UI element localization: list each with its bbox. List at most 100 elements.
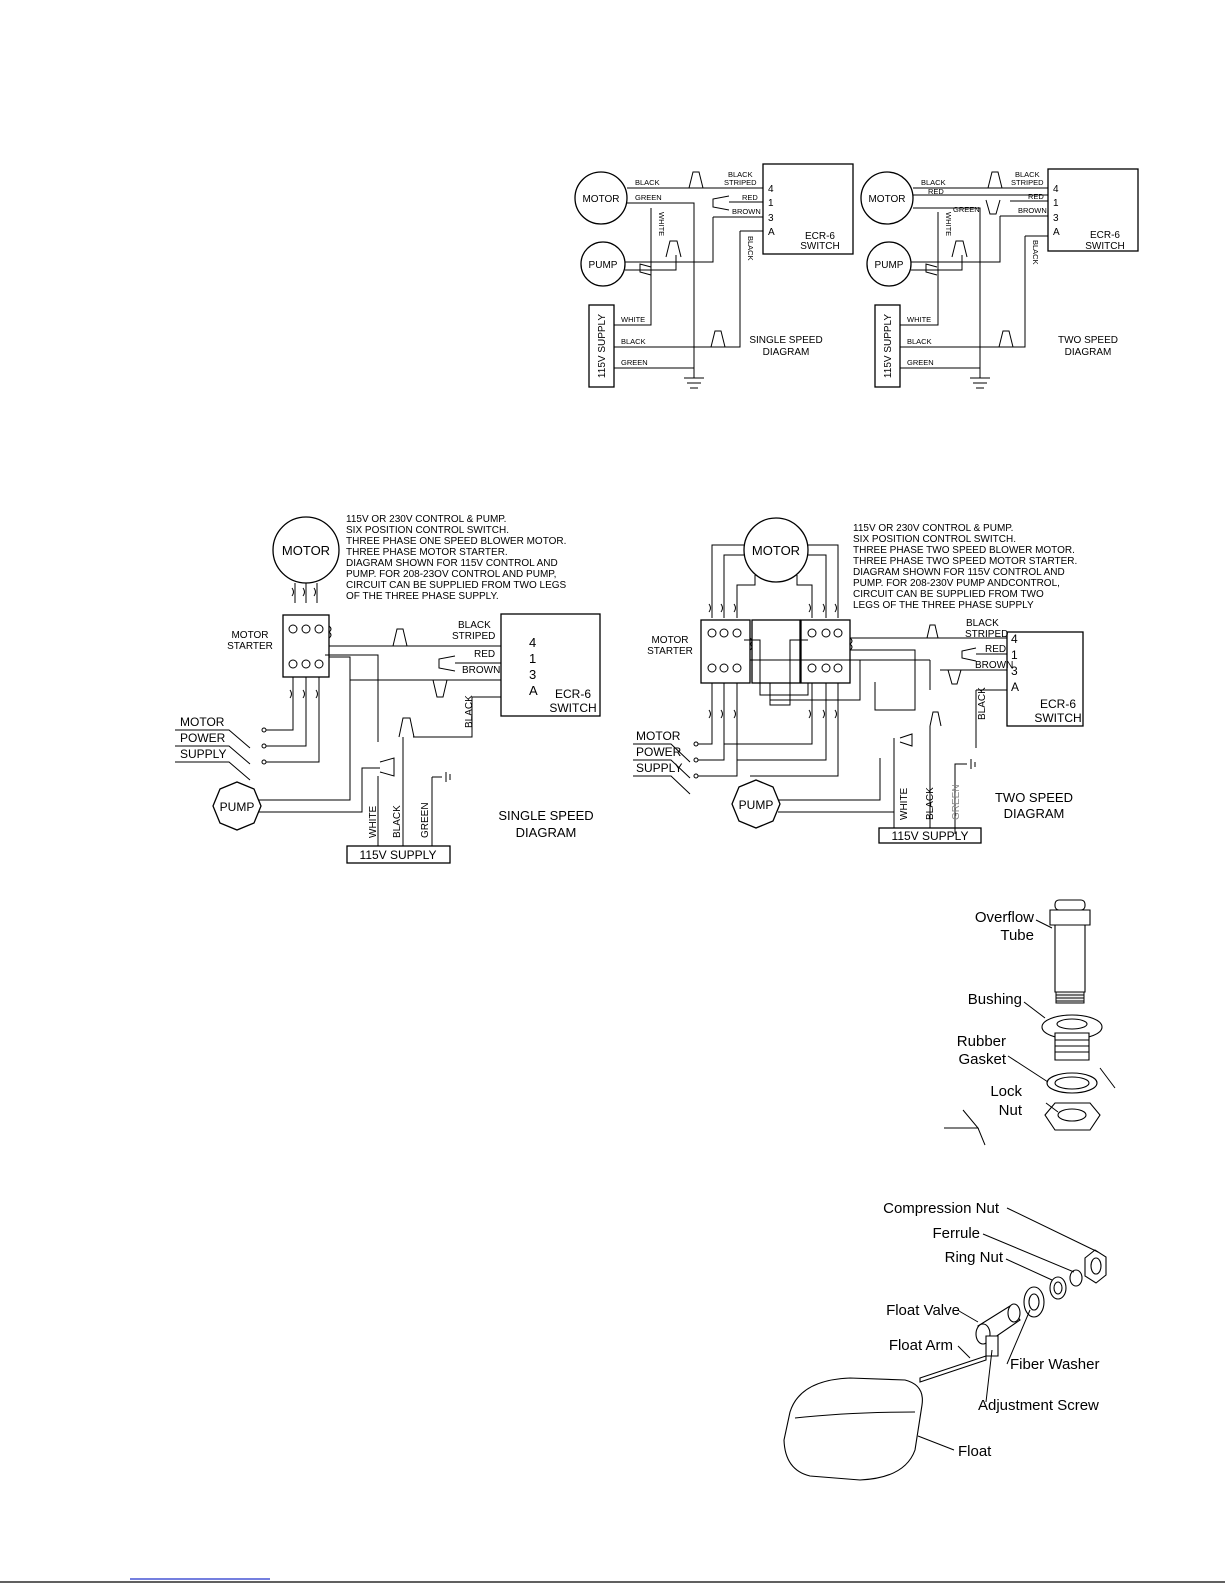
black-striped-line1: BLACK xyxy=(728,170,753,179)
float-label: Float xyxy=(958,1443,992,1460)
notes-line-3: THREE PHASE ONE SPEED BLOWER MOTOR. xyxy=(346,536,566,547)
supply-black-label: BLACK xyxy=(925,787,936,820)
terminal-1: 1 xyxy=(1053,198,1059,209)
switch-box xyxy=(500,613,601,717)
caption-line1: TWO SPEED xyxy=(1058,335,1118,346)
switch-label-line2: SWITCH xyxy=(800,241,839,252)
terminal-4: 4 xyxy=(529,635,536,650)
supply-black-label: BLACK xyxy=(392,805,403,838)
supply-green-label: GREEN xyxy=(621,358,648,367)
notes-line-7: CIRCUIT CAN BE SUPPLIED FROM TWO LEGS xyxy=(346,580,567,591)
diagram-two-speed-small: MOTOR PUMP 115V SUPPLY BLACK RED GREEN W… xyxy=(860,168,1139,389)
supply-label: 115V SUPPLY xyxy=(597,314,608,378)
motor-symbol xyxy=(574,171,628,225)
wire-black-vertical-label: BLACK xyxy=(1031,240,1040,265)
supply-black-label: BLACK xyxy=(621,337,646,346)
supply-green-label: GREEN xyxy=(420,802,431,838)
black-striped-line2: STRIPED xyxy=(1011,178,1044,187)
wire-red-label: RED xyxy=(928,187,944,196)
terminal-brown-label: BROWN xyxy=(1018,206,1047,215)
wire-brown-label: BROWN xyxy=(732,207,761,216)
caption-line1: TWO SPEED xyxy=(995,790,1073,805)
starter-label-line1: MOTOR xyxy=(651,635,688,646)
starter-label-line2: STARTER xyxy=(647,646,693,657)
notes-line-3: THREE PHASE TWO SPEED BLOWER MOTOR. xyxy=(853,545,1075,556)
switch-box xyxy=(1006,631,1084,727)
terminal-a: A xyxy=(1053,227,1060,238)
wire-black-label: BLACK xyxy=(635,178,660,187)
bushing-label: Bushing xyxy=(968,991,1022,1008)
terminal-3: 3 xyxy=(768,213,774,224)
starter-label-line1: MOTOR xyxy=(231,630,268,641)
supply-black-label: BLACK xyxy=(907,337,932,346)
terminal-red-label: RED xyxy=(1028,192,1044,201)
power-label-line2: POWER xyxy=(636,745,682,759)
supply-white-label: WHITE xyxy=(368,805,379,838)
notes-line-1: 115V OR 230V CONTROL & PUMP. xyxy=(853,523,1013,534)
pump-label: PUMP xyxy=(220,800,255,814)
notes-line-2: SIX POSITION CONTROL SWITCH. xyxy=(346,525,509,536)
terminal-4: 4 xyxy=(1011,632,1018,646)
switch-label-line1: ECR-6 xyxy=(1040,697,1076,711)
diagram-single-speed-small: MOTOR PUMP 115V SUPPLY BLACK GREEN WHITE… xyxy=(574,163,854,389)
notes-line-6: PUMP. FOR 208-230V PUMP ANDCONTROL, xyxy=(853,578,1060,589)
terminal-3: 3 xyxy=(529,667,536,682)
terminal-3: 3 xyxy=(1011,664,1018,678)
caption-line2: DIAGRAM xyxy=(763,347,810,358)
wire-red-label: RED xyxy=(474,649,495,660)
supply-box xyxy=(878,827,982,844)
overflow-tube-label-line1: Overflow xyxy=(975,909,1034,926)
supply-label: 115V SUPPLY xyxy=(892,829,969,843)
switch-box xyxy=(762,163,854,255)
switch-label-line1: ECR-6 xyxy=(805,231,835,242)
pump-symbol xyxy=(212,781,262,831)
wire-white-label: WHITE xyxy=(944,212,953,236)
caption-line2: DIAGRAM xyxy=(1065,347,1112,358)
locknut-label-line2: Nut xyxy=(999,1102,1023,1119)
caption-line1: SINGLE SPEED xyxy=(498,808,593,823)
wire-black-label: BLACK xyxy=(977,687,988,720)
notes-line-4: THREE PHASE MOTOR STARTER. xyxy=(346,547,508,558)
pump-label: PUMP xyxy=(589,260,618,271)
terminal-a: A xyxy=(1011,680,1019,694)
black-striped-line1: BLACK xyxy=(458,620,491,631)
notes-line-7: CIRCUIT CAN BE SUPPLIED FROM TWO xyxy=(853,589,1044,600)
supply-box xyxy=(588,304,615,388)
power-label-line3: SUPPLY xyxy=(180,747,226,761)
terminal-a: A xyxy=(768,227,775,238)
wire-black-vertical-label: BLACK xyxy=(746,236,755,261)
supply-label: 115V SUPPLY xyxy=(883,314,894,378)
wire-black-label: BLACK xyxy=(921,178,946,187)
motor-label: MOTOR xyxy=(282,543,330,558)
pump-symbol xyxy=(580,241,626,287)
caption-line2: DIAGRAM xyxy=(1004,806,1065,821)
power-label-line2: POWER xyxy=(180,731,226,745)
wire-black-label: BLACK xyxy=(464,695,475,728)
wire-red-label: RED xyxy=(985,644,1006,655)
wire-white-label: WHITE xyxy=(657,212,666,236)
starter-interlock-box xyxy=(751,619,801,684)
locknut-label-line1: Lock xyxy=(990,1083,1022,1100)
black-striped-line2: STRIPED xyxy=(452,631,495,642)
caption-line1: SINGLE SPEED xyxy=(749,335,822,346)
compression-nut-label: Compression Nut xyxy=(883,1200,1000,1217)
terminal-1: 1 xyxy=(768,198,774,209)
motor-label: MOTOR xyxy=(582,194,619,205)
supply-white-label: WHITE xyxy=(899,787,910,820)
wire-brown-label: BROWN xyxy=(975,660,1013,671)
black-striped-line2: STRIPED xyxy=(965,629,1008,640)
ring-nut-label: Ring Nut xyxy=(945,1249,1004,1266)
overflow-tube-assembly: Overflow Tube Bushing Rubber Gasket Lock… xyxy=(944,899,1116,1146)
switch-label-line2: SWITCH xyxy=(1034,711,1081,725)
float-arm-label: Float Arm xyxy=(889,1337,953,1354)
supply-green-label: GREEN xyxy=(951,784,962,820)
terminal-a: A xyxy=(529,683,538,698)
notes-line-4: THREE PHASE TWO SPEED MOTOR STARTER. xyxy=(853,556,1077,567)
motor-starter-box-1 xyxy=(700,619,751,684)
supply-white-label: WHITE xyxy=(907,315,931,324)
supply-label: 115V SUPPLY xyxy=(360,848,437,862)
gasket-label-line1: Rubber xyxy=(957,1033,1006,1050)
black-striped-line1: BLACK xyxy=(966,618,999,629)
diagram-two-speed-three-phase: 115V OR 230V CONTROL & PUMP. SIX POSITIO… xyxy=(633,517,1084,844)
